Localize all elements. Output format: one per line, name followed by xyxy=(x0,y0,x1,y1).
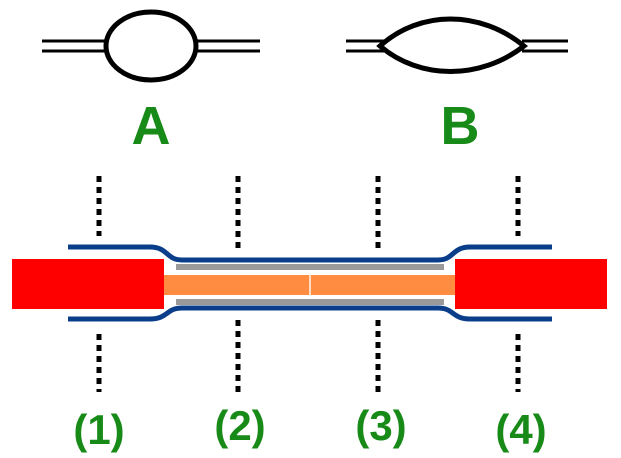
position-label-3: (3) xyxy=(355,402,406,449)
sheath-bottom xyxy=(68,305,552,322)
shape-a-label: A xyxy=(132,96,171,156)
core-right xyxy=(311,275,455,295)
core-left xyxy=(164,275,309,295)
shape-a-symbol xyxy=(42,9,260,83)
splice-assembly xyxy=(12,244,607,322)
shape-b-label: B xyxy=(441,96,480,156)
position-label-1: (1) xyxy=(73,406,124,453)
sheath-top xyxy=(68,244,552,263)
position-markers-top xyxy=(96,176,521,250)
right-conductor xyxy=(455,259,607,309)
sleeve-bands xyxy=(176,264,444,305)
position-markers-bottom xyxy=(96,320,521,392)
shape-b-symbol xyxy=(346,16,568,74)
position-label-2: (2) xyxy=(214,402,265,449)
left-conductor xyxy=(12,259,164,309)
position-label-4: (4) xyxy=(495,406,546,453)
